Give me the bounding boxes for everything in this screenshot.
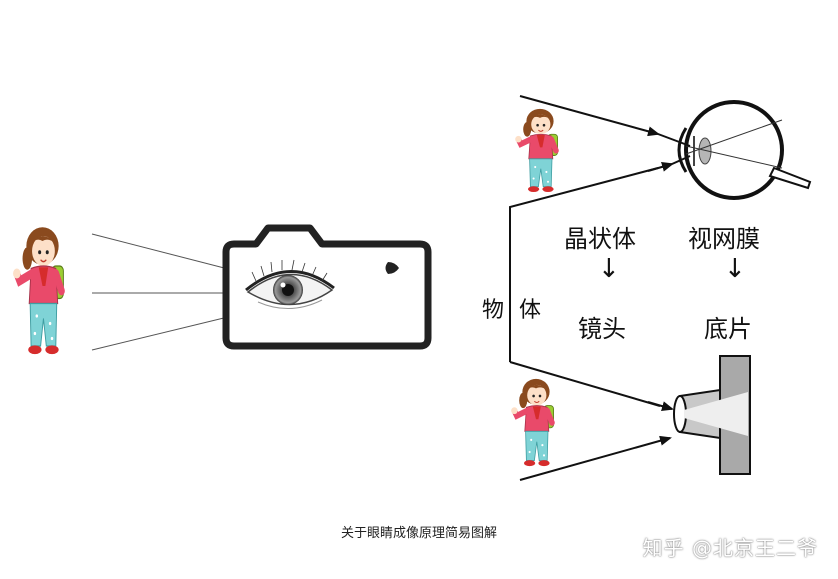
label-camera-lens: 镜头 (578, 309, 626, 344)
camera-lens-diagram (674, 356, 750, 474)
watermark: 知乎 @北京王二爷 (643, 532, 818, 561)
girl-figure-bottom (511, 379, 553, 466)
label-retina: 视网膜 (688, 219, 760, 254)
arrow-down-retina: ↓ (724, 254, 746, 284)
girl-figure-top (515, 109, 557, 192)
arrow-down-lens: ↓ (598, 254, 620, 284)
girl-figure-left (13, 227, 63, 354)
eyeball-cross-section (679, 102, 810, 198)
label-object-char1: 物 (482, 292, 504, 324)
light-rays-left (92, 234, 232, 350)
label-object-char2: 体 (519, 292, 541, 324)
label-lens-eye: 晶状体 (564, 219, 636, 254)
label-film: 底片 (704, 309, 752, 344)
